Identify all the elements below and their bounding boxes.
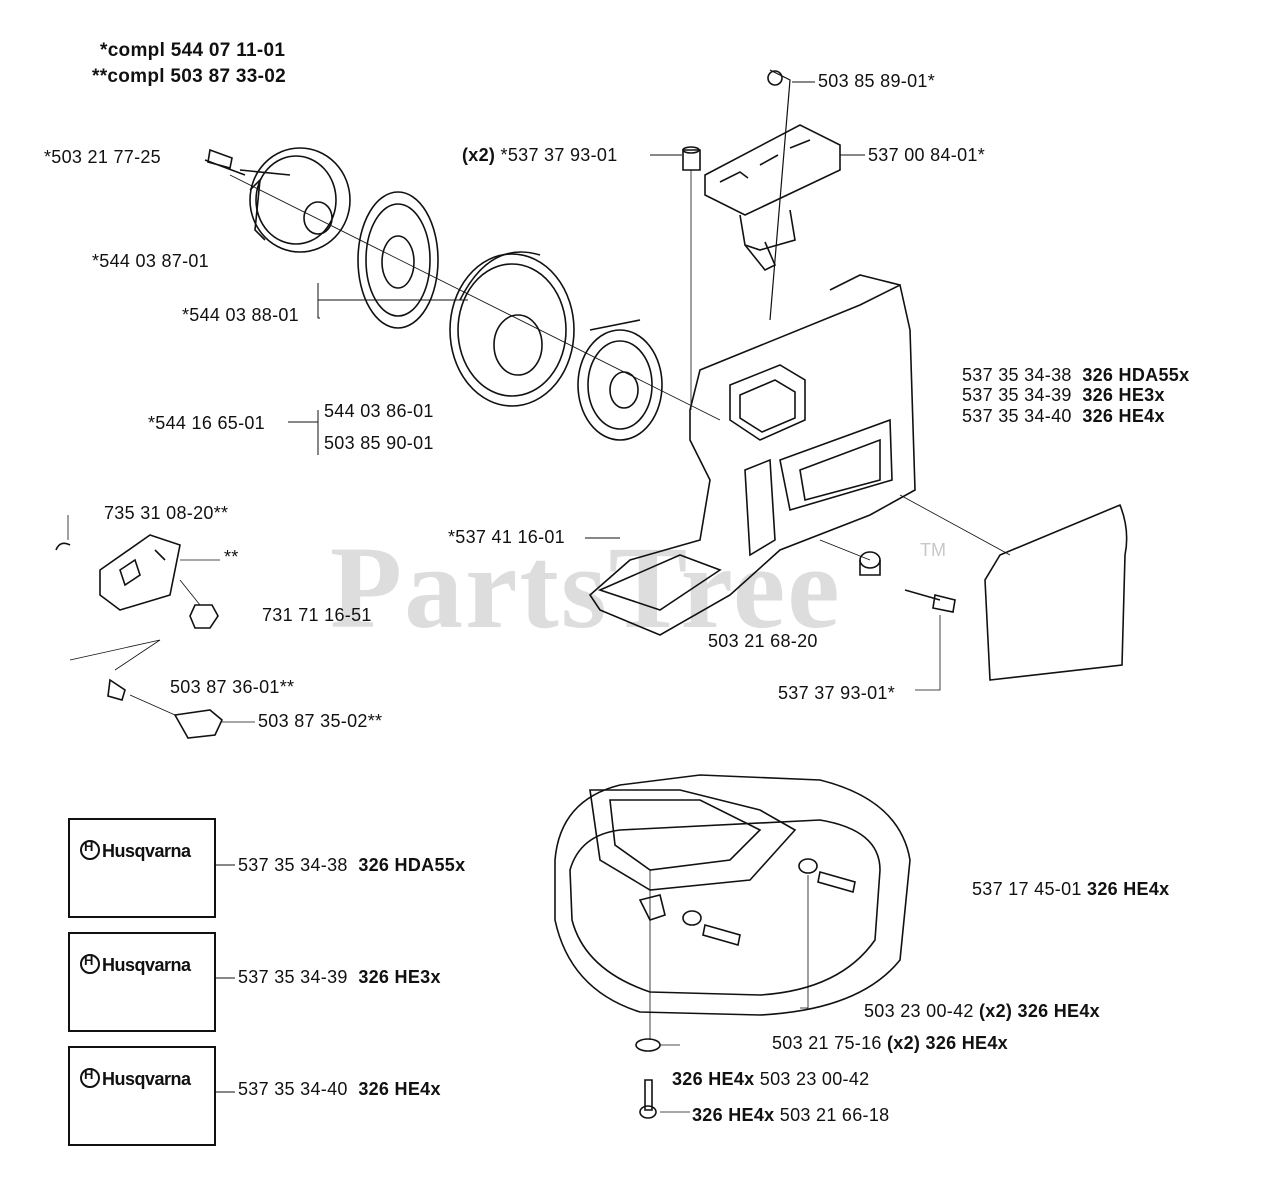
callout-544038601[interactable]: 544 03 86-01 <box>324 401 434 421</box>
decal-part: 537 35 34-40 <box>238 1079 348 1099</box>
callout-503230042[interactable]: 326 HE4x 503 23 00-42 <box>672 1068 869 1090</box>
model: 326 HE4x <box>692 1105 775 1125</box>
spring-plate-drawing <box>357 191 439 329</box>
decal-part: 537 35 34-38 <box>238 855 348 875</box>
qty-x2: (x2) <box>462 145 496 165</box>
handle-drawing <box>704 69 841 321</box>
return-spring-drawing <box>577 319 663 441</box>
callout-503217516[interactable]: 503 21 75-16 (x2) 326 HE4x <box>772 1032 1008 1054</box>
callout-503217725[interactable]: *503 21 77-25 <box>44 147 161 167</box>
watermark: PartsTree <box>330 522 842 653</box>
callout-544038701[interactable]: *544 03 87-01 <box>92 251 209 271</box>
part-number: 537 17 45-01 <box>972 879 1082 899</box>
callout-537379301-x2[interactable]: (x2) *537 37 93-01 <box>462 144 618 166</box>
variant-model: 326 HDA55x <box>1082 365 1190 385</box>
husqvarna-logo: Husqvarna <box>80 953 191 976</box>
variant-row-2[interactable]: 537 35 34-39 326 HE3x <box>962 384 1165 406</box>
part-number: 503 23 00-42 <box>864 1001 974 1021</box>
callout-double-star[interactable]: ** <box>224 547 239 567</box>
callout-731711651[interactable]: 731 71 16-51 <box>262 605 372 625</box>
variant-part: 537 35 34-40 <box>962 406 1072 426</box>
leader-lines <box>212 81 865 1093</box>
husqvarna-crown-icon <box>80 953 100 974</box>
part-number: 503 21 75-16 <box>772 1033 882 1053</box>
callout-503873601[interactable]: 503 87 36-01** <box>170 677 295 697</box>
callout-503859001[interactable]: 503 85 90-01 <box>324 433 434 453</box>
pin-drawing <box>682 146 701 410</box>
callout-503216820[interactable]: 503 21 68-20 <box>708 631 818 651</box>
callout-503858901[interactable]: 503 85 89-01* <box>818 71 935 91</box>
model: 326 HE4x <box>1087 879 1170 899</box>
decal-part: 537 35 34-39 <box>238 967 348 987</box>
variant-row-3[interactable]: 537 35 34-40 326 HE4x <box>962 405 1165 427</box>
husqvarna-logo: Husqvarna <box>80 839 191 862</box>
cover-clip-nut-drawing <box>55 515 255 739</box>
spacer-screw-drawing <box>819 539 956 691</box>
label-sheet-drawing <box>984 503 1128 681</box>
harness-base-drawing <box>554 774 911 1119</box>
variant-row-1[interactable]: 537 35 34-38 326 HDA55x <box>962 364 1189 386</box>
decal-label-2[interactable]: 537 35 34-39 326 HE3x <box>238 966 441 988</box>
husqvarna-crown-icon <box>80 839 100 860</box>
part-number: 503 21 66-18 <box>779 1105 890 1125</box>
callout-503873502[interactable]: 503 87 35-02** <box>258 711 383 731</box>
husqvarna-crown-icon <box>80 1067 100 1088</box>
compl-note-1: *compl 544 07 11-01 <box>100 40 286 61</box>
model: (x2) 326 HE4x <box>887 1033 1008 1053</box>
starter-housing-drawing <box>588 274 916 636</box>
watermark-tm: TM <box>920 540 946 560</box>
model: 326 HE4x <box>672 1069 755 1089</box>
callout-537171745[interactable]: 537 17 45-01 326 HE4x <box>972 878 1169 900</box>
callout-544038801[interactable]: *544 03 88-01 <box>182 305 299 325</box>
decal-model: 326 HE4x <box>358 1079 441 1099</box>
variant-model: 326 HE4x <box>1082 406 1165 426</box>
model: (x2) 326 HE4x <box>979 1001 1100 1021</box>
decal-he3x[interactable]: Husqvarna <box>68 932 216 1032</box>
callout-503230042-x2[interactable]: 503 23 00-42 (x2) 326 HE4x <box>864 1000 1100 1022</box>
callout-735310820[interactable]: 735 31 08-20** <box>104 503 229 523</box>
callout-503216618[interactable]: 326 HE4x 503 21 66-18 <box>692 1104 889 1126</box>
decal-model: 326 HDA55x <box>358 855 466 875</box>
decal-hda55x[interactable]: Husqvarna <box>68 818 216 918</box>
pulley-disc-drawing <box>204 147 351 253</box>
variant-model: 326 HE3x <box>1082 385 1165 405</box>
decal-label-3[interactable]: 537 35 34-40 326 HE4x <box>238 1078 441 1100</box>
callout-537379301[interactable]: 537 37 93-01* <box>778 683 895 703</box>
callout-537411601[interactable]: *537 41 16-01 <box>448 527 565 547</box>
callout-537008401[interactable]: 537 00 84-01* <box>868 145 985 165</box>
rope-pulley-drawing <box>449 251 575 407</box>
decal-he4x[interactable]: Husqvarna <box>68 1046 216 1146</box>
callout-544166501[interactable]: *544 16 65-01 <box>148 413 265 433</box>
compl-note-2: **compl 503 87 33-02 <box>92 66 287 87</box>
variant-part: 537 35 34-38 <box>962 365 1072 385</box>
part-number: 503 23 00-42 <box>759 1069 870 1089</box>
decal-model: 326 HE3x <box>358 967 441 987</box>
part-number: *537 37 93-01 <box>495 145 618 165</box>
decal-label-1[interactable]: 537 35 34-38 326 HDA55x <box>238 854 465 876</box>
variant-part: 537 35 34-39 <box>962 385 1072 405</box>
husqvarna-logo: Husqvarna <box>80 1067 191 1090</box>
